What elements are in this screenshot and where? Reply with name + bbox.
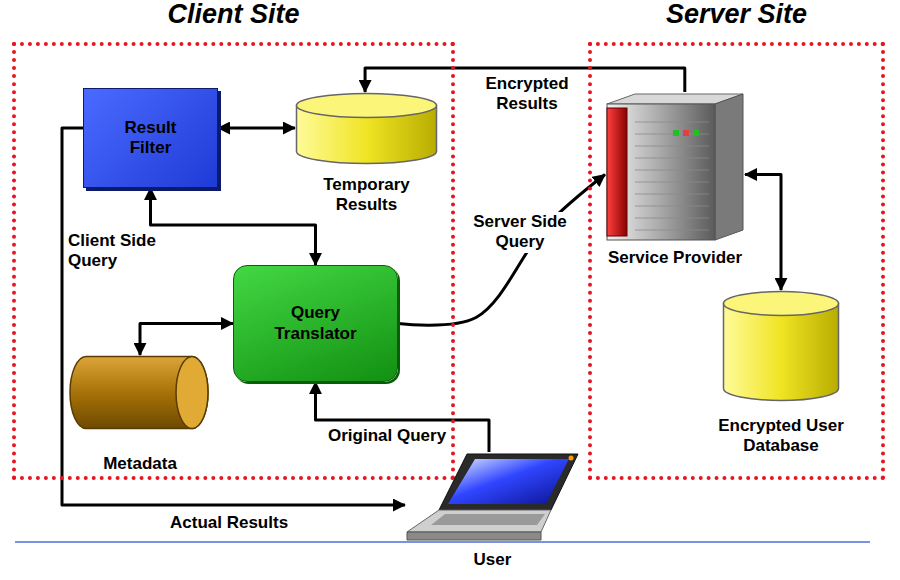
region-title: Server Site xyxy=(588,0,885,30)
connector-arrow xyxy=(316,382,490,452)
storage-cylinder-drawing xyxy=(70,355,210,430)
server-icon-drawing xyxy=(605,92,745,242)
connector-label: Original Query xyxy=(326,426,448,446)
connector-label: Server Side Query xyxy=(462,212,578,253)
base-line xyxy=(15,541,870,543)
process-box: Query Translator xyxy=(233,265,398,382)
node-label: User xyxy=(453,550,533,570)
process-box: Result Filter xyxy=(83,88,218,188)
server-icon: Service Provider xyxy=(605,92,745,242)
node-label: Temporary Results xyxy=(297,175,437,216)
connector-arrow xyxy=(218,127,295,130)
storage-cylinder: Metadata xyxy=(70,355,210,430)
connector-label: Actual Results xyxy=(168,513,290,533)
site-region: Server SiteService ProviderEncrypted Use… xyxy=(588,42,885,480)
storage-cylinder: Temporary Results xyxy=(295,92,438,165)
database-cylinder-drawing xyxy=(722,290,840,402)
connector-arrow xyxy=(151,188,316,265)
connector-arrow xyxy=(745,175,781,291)
connector-arrow xyxy=(140,324,233,356)
node-label: Service Provider xyxy=(580,248,770,268)
node-label: Result Filter xyxy=(105,118,197,159)
node-label: Encrypted User Database xyxy=(701,416,861,457)
connector-arrow xyxy=(398,175,605,326)
user-laptop: User xyxy=(405,452,580,544)
node-label: Metadata xyxy=(80,454,200,474)
region-title: Client Site xyxy=(12,0,455,30)
connector-label: Client Side Query xyxy=(66,231,170,272)
database-cylinder: Encrypted User Database xyxy=(722,290,840,402)
node-label: Query Translator xyxy=(261,303,371,344)
storage-cylinder-drawing xyxy=(295,92,438,165)
connector-label: Encrypted Results xyxy=(470,74,584,115)
user-laptop-drawing xyxy=(405,452,580,544)
